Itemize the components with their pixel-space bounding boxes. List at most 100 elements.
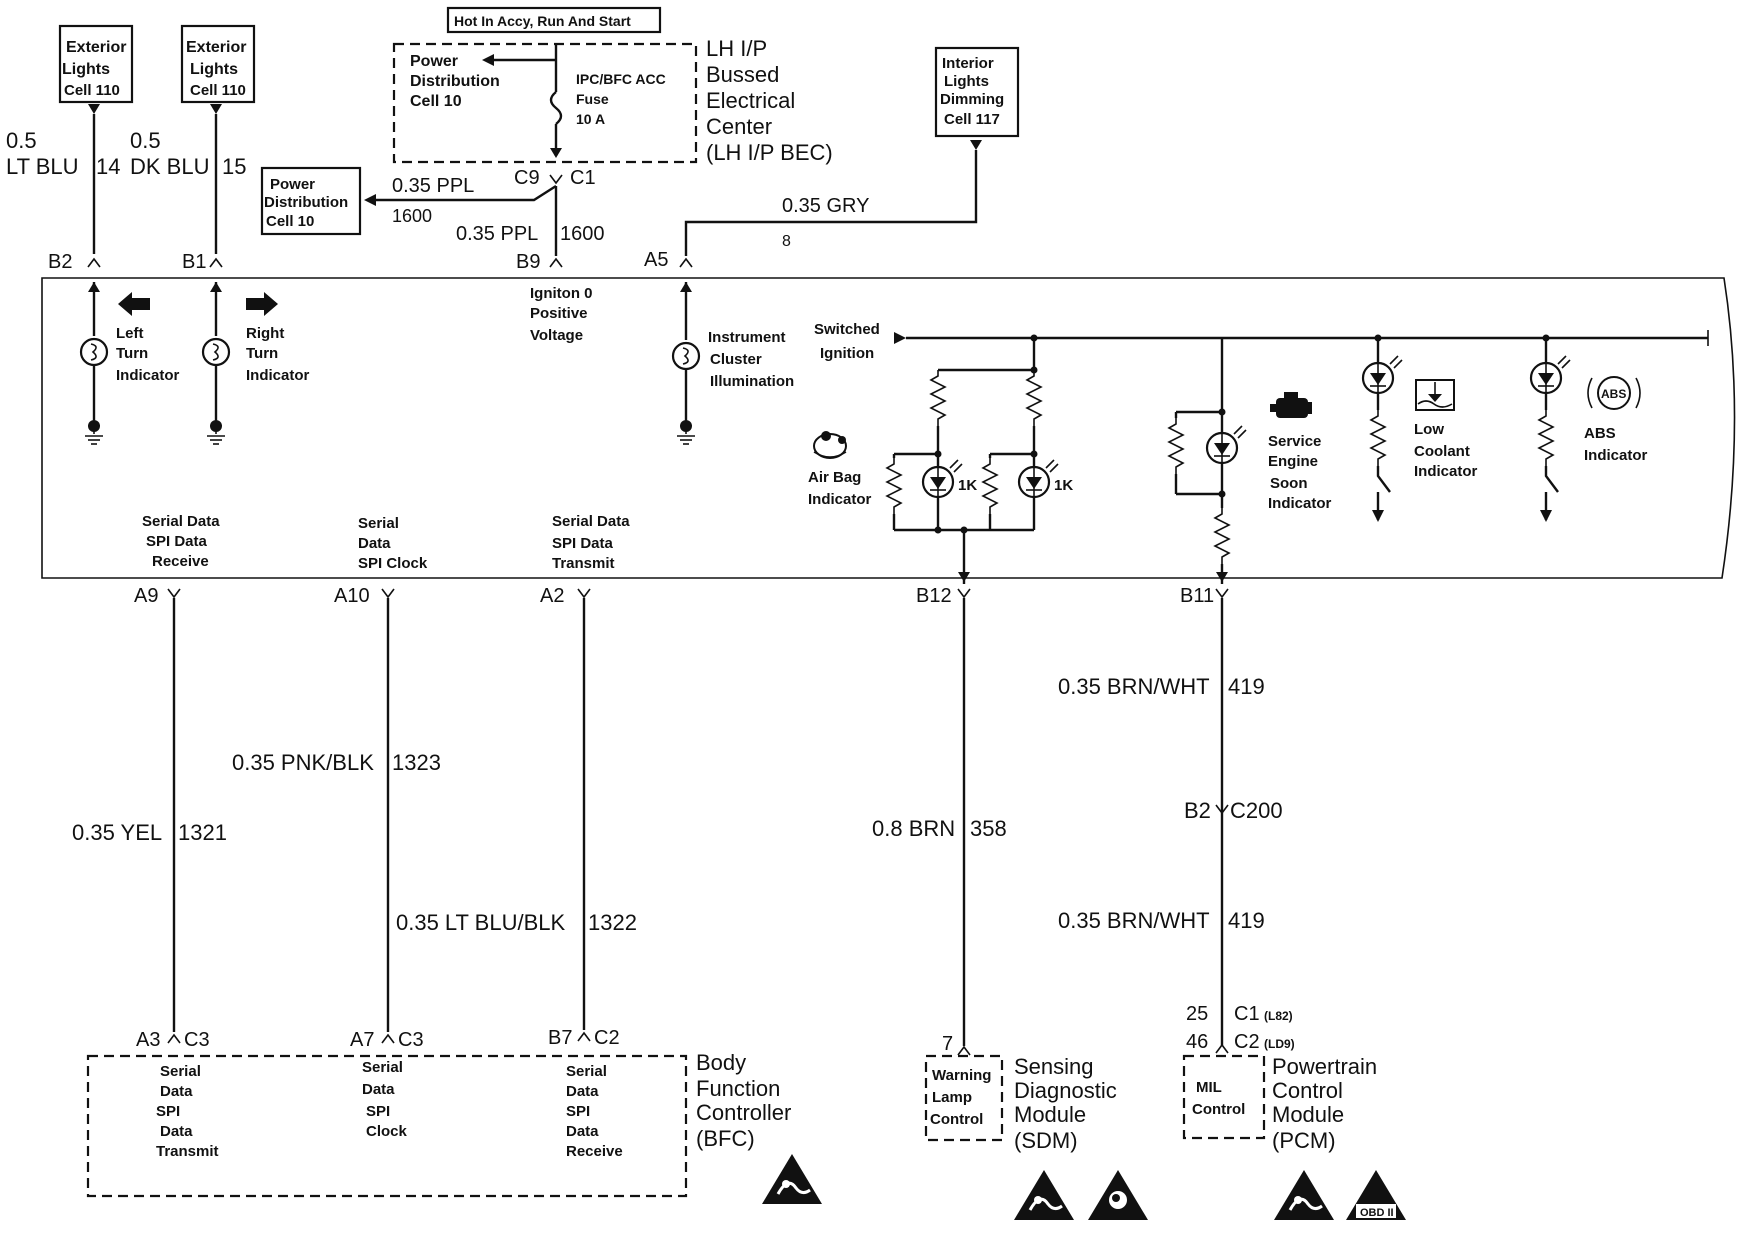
svg-text:Cell 110: Cell 110 xyxy=(64,82,120,99)
svg-text:Data: Data xyxy=(358,535,391,552)
air-bag-warning-icon xyxy=(1088,1170,1148,1220)
abs-icon: ABS xyxy=(1587,376,1641,410)
svg-text:Interior: Interior xyxy=(942,55,994,72)
esd-warning-icon xyxy=(760,1152,824,1206)
svg-text:Right: Right xyxy=(246,325,284,342)
ground-icon xyxy=(206,417,226,445)
svg-text:B9: B9 xyxy=(516,251,540,273)
svg-text:Receive: Receive xyxy=(566,1143,623,1160)
air-bag-led-icon xyxy=(1017,458,1060,499)
svg-text:(PCM): (PCM) xyxy=(1272,1128,1336,1153)
svg-text:419: 419 xyxy=(1228,908,1265,933)
esd-warning-icon xyxy=(1012,1168,1076,1222)
svg-text:B2: B2 xyxy=(48,251,72,273)
svg-text:Control: Control xyxy=(1272,1078,1343,1103)
svg-text:Indicator: Indicator xyxy=(116,367,180,384)
svg-text:46: 46 xyxy=(1186,1031,1208,1053)
air-bag-icon xyxy=(813,431,847,459)
svg-text:B1: B1 xyxy=(182,251,206,273)
svg-text:1K: 1K xyxy=(1054,477,1073,494)
svg-text:Power: Power xyxy=(410,53,458,70)
svg-text:Serial: Serial xyxy=(362,1059,403,1076)
svg-text:Voltage: Voltage xyxy=(530,327,583,344)
svg-text:Coolant: Coolant xyxy=(1414,443,1470,460)
svg-text:10 A: 10 A xyxy=(576,111,605,127)
svg-text:Engine: Engine xyxy=(1268,453,1318,470)
svg-text:0.35 PPL: 0.35 PPL xyxy=(392,175,474,197)
wire-gry xyxy=(684,150,978,256)
svg-text:Soon: Soon xyxy=(1270,475,1308,492)
svg-text:ABS: ABS xyxy=(1601,387,1626,401)
obd-ii-icon: OBD II xyxy=(1346,1170,1406,1220)
power-distribution-ref[interactable]: Power Distribution Cell 10 xyxy=(260,166,362,236)
svg-text:Igniton 0: Igniton 0 xyxy=(530,285,593,302)
low-coolant-led-icon xyxy=(1361,354,1404,395)
svg-text:C200: C200 xyxy=(1230,798,1283,823)
ground-icon xyxy=(676,417,696,445)
svg-text:Fuse: Fuse xyxy=(576,91,609,107)
svg-text:Lights: Lights xyxy=(944,73,989,90)
svg-text:Instrument: Instrument xyxy=(708,329,786,346)
svg-text:15: 15 xyxy=(222,154,246,179)
svg-text:7: 7 xyxy=(942,1033,953,1055)
svg-text:Function: Function xyxy=(696,1076,780,1101)
svg-text:LH I/P: LH I/P xyxy=(706,36,767,61)
hot-in-label: Hot In Accy, Run And Start xyxy=(446,6,662,34)
svg-text:Lights: Lights xyxy=(62,61,110,78)
svg-text:Serial Data: Serial Data xyxy=(142,513,220,530)
arrow-left-icon xyxy=(482,54,494,66)
svg-text:Transmit: Transmit xyxy=(156,1143,219,1160)
interior-dimming-ref[interactable]: Interior Lights Dimming Cell 117 xyxy=(934,46,1020,138)
illumination-bulb-icon xyxy=(671,341,701,371)
svg-text:Illumination: Illumination xyxy=(710,373,794,390)
svg-text:Low: Low xyxy=(1414,421,1444,438)
bfc-module: Serial Data SPI Data Transmit Serial Dat… xyxy=(86,1054,688,1198)
lh-ip-bec: Power Distribution Cell 10 IPC/BFC ACC F… xyxy=(392,42,698,164)
svg-text:B12: B12 xyxy=(916,585,952,607)
fuse-icon xyxy=(549,91,563,125)
air-bag-led-icon xyxy=(921,458,964,499)
svg-text:Receive: Receive xyxy=(152,553,209,570)
svg-text:Distribution: Distribution xyxy=(410,73,500,90)
svg-text:Warning: Warning xyxy=(932,1067,991,1084)
exterior-lights-ref-2[interactable]: Exterior Lights Cell 110 xyxy=(180,24,256,104)
svg-text:C1: C1 xyxy=(570,167,596,189)
svg-text:B2: B2 xyxy=(1184,798,1211,823)
svg-text:Exterior: Exterior xyxy=(66,39,126,56)
svg-text:C2: C2 xyxy=(1234,1031,1260,1053)
svg-text:Cell 10: Cell 10 xyxy=(266,213,314,230)
svg-text:(BFC): (BFC) xyxy=(696,1126,755,1151)
svg-text:Center: Center xyxy=(706,114,772,139)
bec-name: LH I/P Bussed Electrical Center (LH I/P … xyxy=(706,36,833,165)
exterior-lights-ref-1[interactable]: Exterior Lights Cell 110 xyxy=(58,24,134,104)
svg-text:Switched: Switched xyxy=(814,321,880,338)
svg-text:SPI: SPI xyxy=(366,1103,390,1120)
sdm-module: Warning Lamp Control xyxy=(924,1054,1004,1142)
svg-text:Indicator: Indicator xyxy=(1584,447,1648,464)
svg-text:Control: Control xyxy=(1192,1101,1245,1118)
svg-text:358: 358 xyxy=(970,816,1007,841)
svg-text:(LD9): (LD9) xyxy=(1264,1037,1295,1051)
svg-text:(LH I/P BEC): (LH I/P BEC) xyxy=(706,140,833,165)
svg-text:419: 419 xyxy=(1228,674,1265,699)
left-arrow-icon xyxy=(118,292,150,316)
svg-text:Exterior: Exterior xyxy=(186,39,246,56)
svg-text:Left: Left xyxy=(116,325,144,342)
svg-text:SPI Data: SPI Data xyxy=(552,535,614,552)
svg-text:Clock: Clock xyxy=(366,1123,408,1140)
svg-text:Data: Data xyxy=(160,1083,193,1100)
svg-text:Control: Control xyxy=(930,1111,983,1128)
svg-text:(SDM): (SDM) xyxy=(1014,1128,1078,1153)
svg-text:Service: Service xyxy=(1268,433,1321,450)
svg-text:Controller: Controller xyxy=(696,1100,791,1125)
esd-warning-icon xyxy=(1272,1168,1336,1222)
svg-text:Positive: Positive xyxy=(530,305,588,322)
svg-text:Cell 110: Cell 110 xyxy=(190,82,246,99)
svg-text:A2: A2 xyxy=(540,585,564,607)
svg-text:(L82): (L82) xyxy=(1264,1009,1293,1023)
svg-text:Lights: Lights xyxy=(190,61,238,78)
svg-text:Serial: Serial xyxy=(566,1063,607,1080)
svg-text:Turn: Turn xyxy=(116,345,148,362)
svg-text:DK BLU: DK BLU xyxy=(130,154,209,179)
